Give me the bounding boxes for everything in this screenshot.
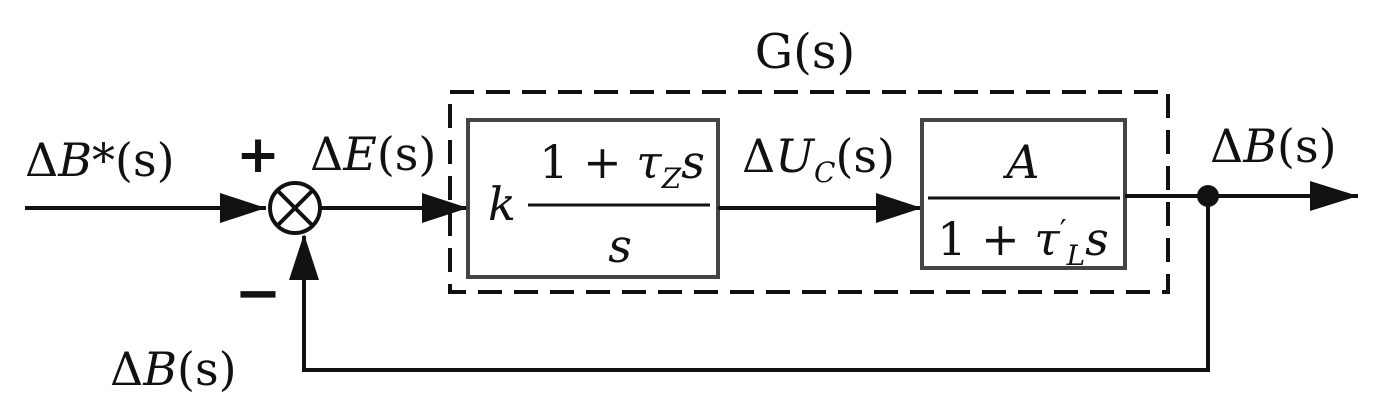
feedback-label: ΔB(s) [110, 342, 237, 396]
feedback-arrowhead [289, 234, 319, 280]
plus-sign: + [236, 125, 280, 185]
controller-block [466, 118, 720, 279]
output-label: ΔB(s) [1210, 119, 1337, 173]
gs-label: G(s) [755, 24, 855, 80]
gs-dashed-group [448, 90, 1170, 294]
error-label: ΔE(s) [310, 127, 436, 181]
input-label: ΔB*(s) [25, 133, 175, 187]
plant-numerator: A [1002, 135, 1039, 189]
feedback-path [302, 196, 1210, 372]
control-signal-label: ΔUC(s) [742, 129, 895, 189]
controller-numerator: 1 + τZs [539, 135, 705, 195]
plant-block [920, 118, 1127, 270]
plant-denominator: 1 + τ′Ls [937, 212, 1109, 272]
controller-denominator: s [608, 219, 632, 273]
input-arrowhead [220, 193, 266, 223]
minus-sign: − [235, 261, 282, 326]
summing-junction [268, 181, 322, 235]
control-signal-arrowhead [876, 193, 922, 223]
output-arrowhead [1310, 181, 1358, 211]
controller-gain: k [488, 177, 516, 231]
error-arrowhead [422, 193, 468, 223]
